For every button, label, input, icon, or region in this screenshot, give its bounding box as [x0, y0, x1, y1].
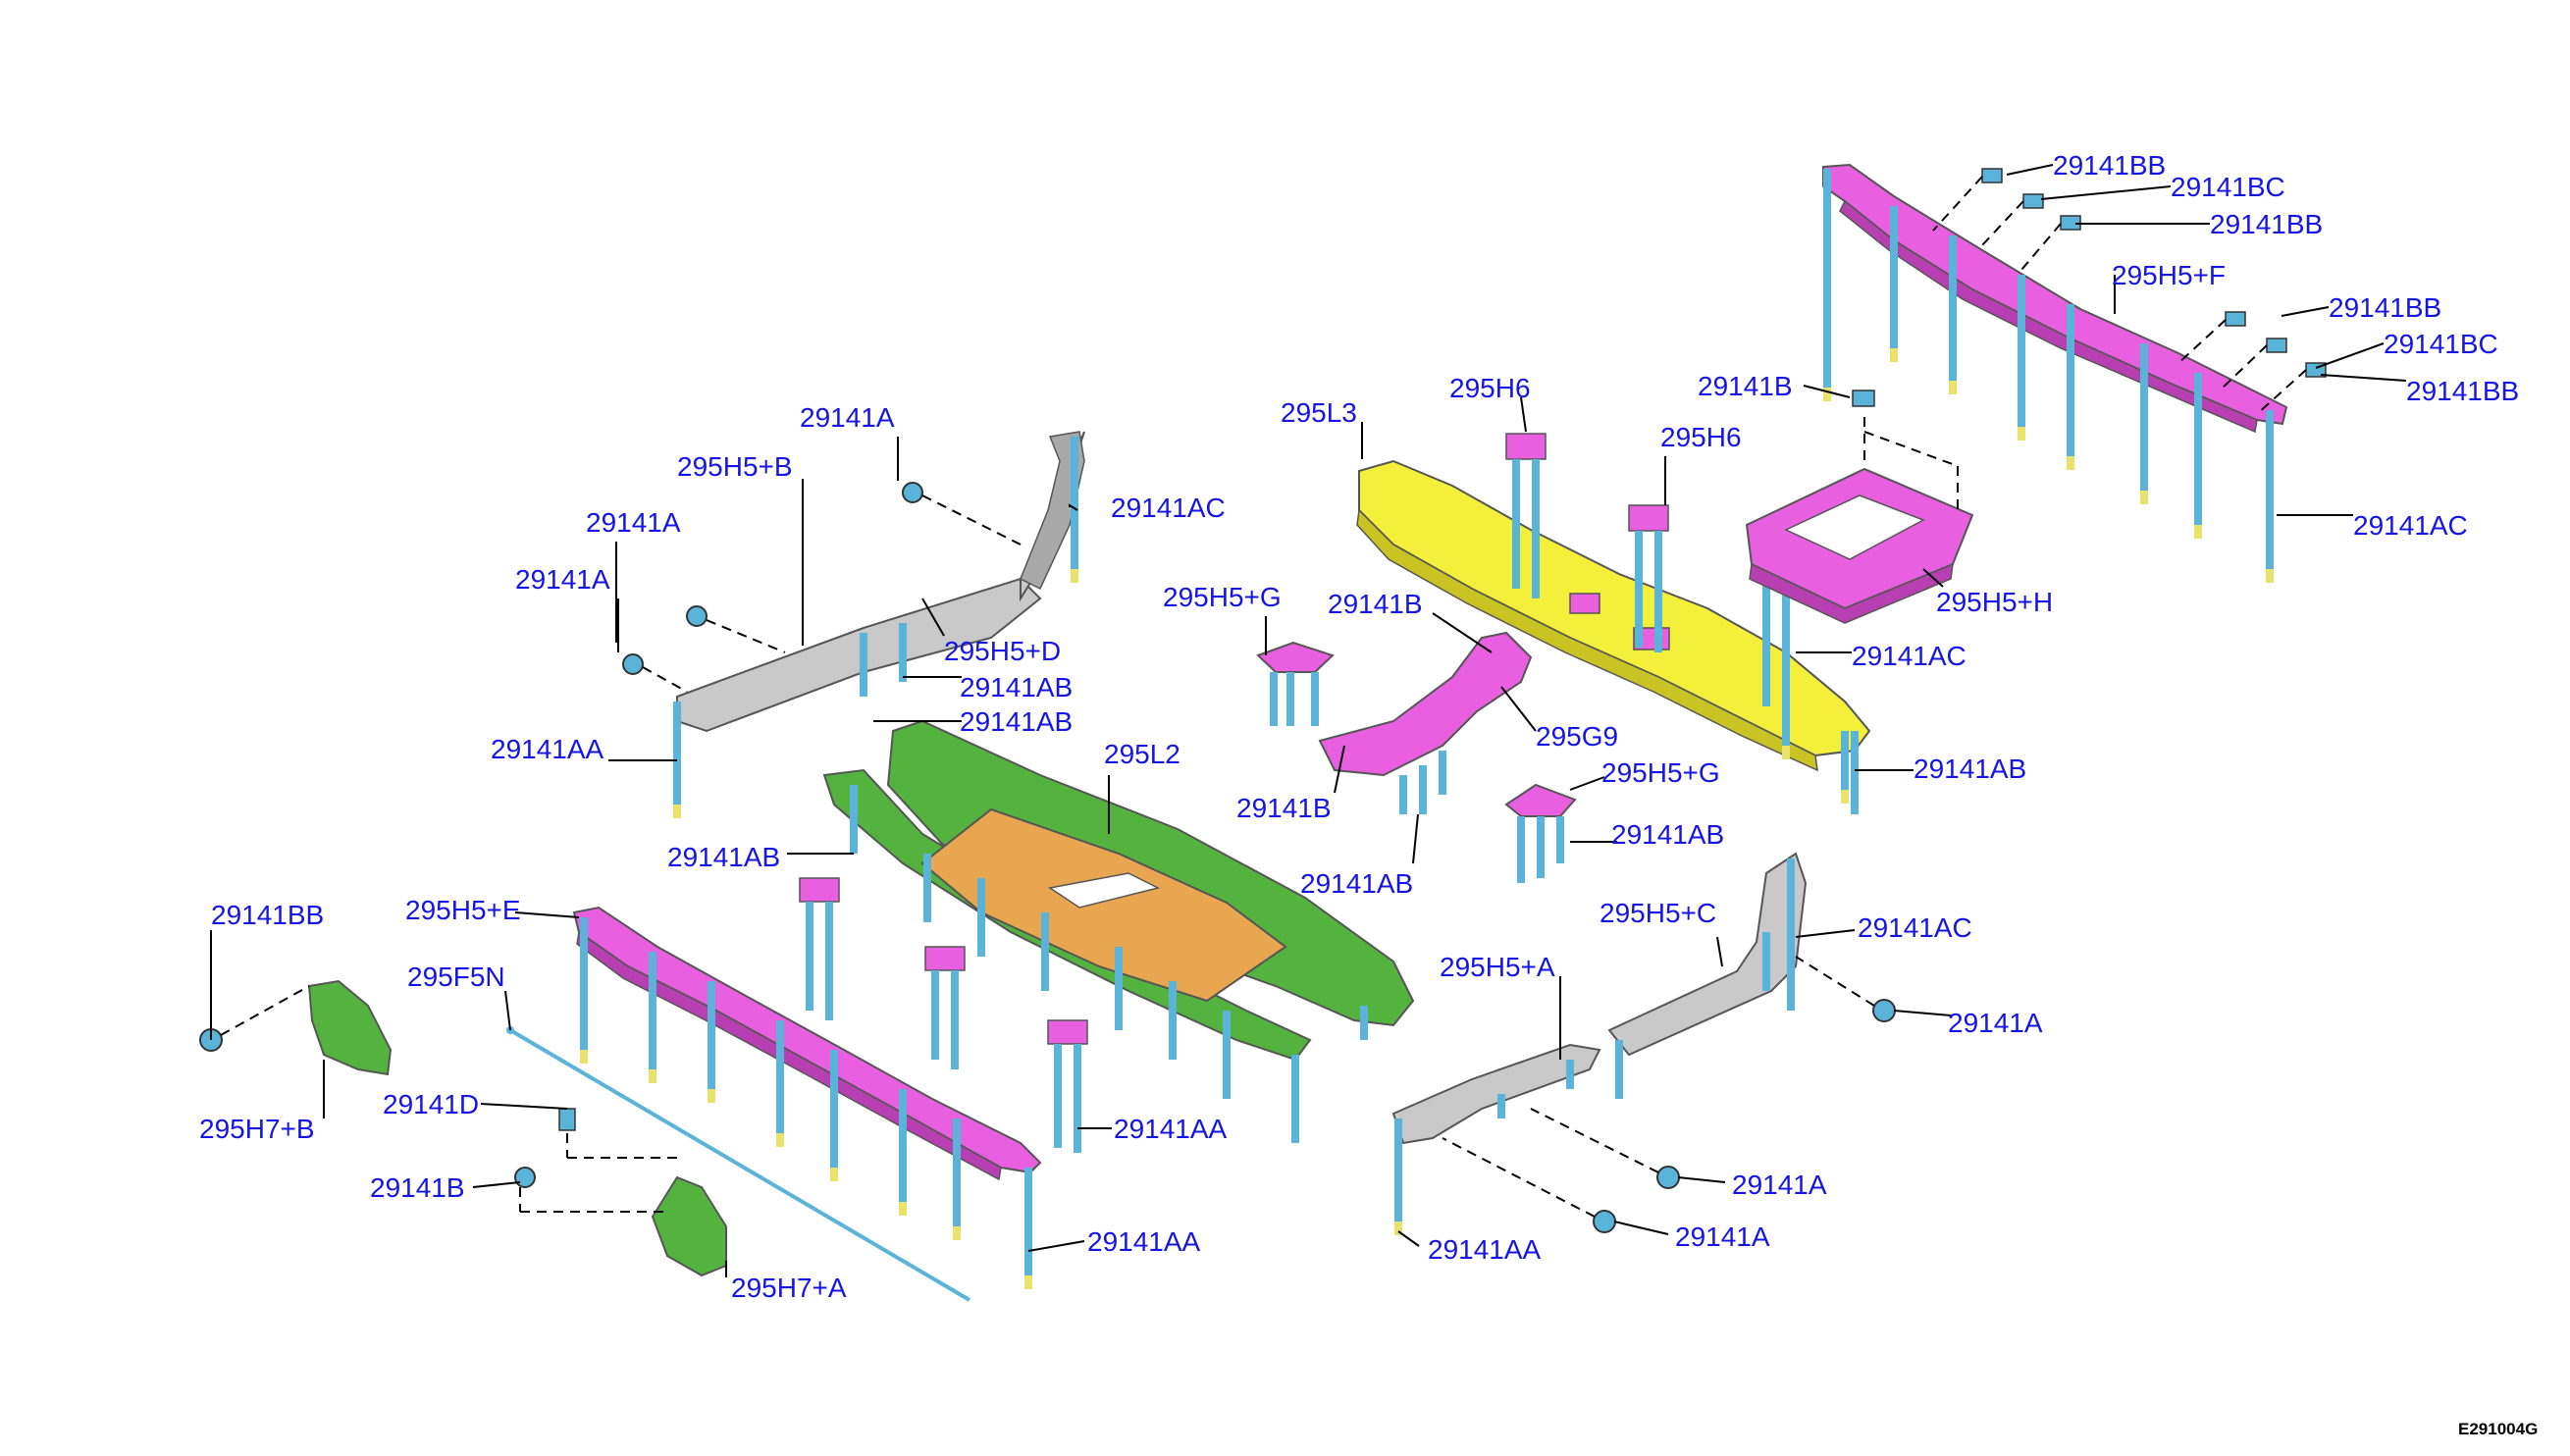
bolts-295G9	[1399, 751, 1446, 814]
label-29141A: 29141A	[515, 564, 610, 595]
part-295H5B-bracket	[676, 431, 1085, 733]
label-295H5H: 295H5+H	[1936, 587, 2053, 617]
leader-lines	[210, 164, 2407, 1277]
label-295F5N: 295F5N	[407, 962, 505, 992]
label-29141BC: 29141BC	[2171, 172, 2285, 202]
bolts-295H5E	[580, 917, 1032, 1289]
label-29141A: 29141A	[1948, 1008, 2043, 1038]
part-295H7B	[199, 979, 393, 1076]
label-29141AB: 29141AB	[960, 672, 1073, 702]
label-29141AA: 29141AA	[1428, 1234, 1542, 1265]
label-295G9: 295G9	[1536, 721, 1618, 752]
label-295H5F: 295H5+F	[2112, 260, 2226, 290]
label-295H5G: 295H5+G	[1601, 757, 1720, 788]
label-29141A: 29141A	[586, 507, 681, 538]
label-29141AB: 29141AB	[667, 842, 780, 872]
label-29141B: 29141B	[1236, 793, 1332, 823]
part-295H5G-a	[1256, 641, 1335, 726]
label-29141B: 29141B	[370, 1172, 465, 1203]
part-295H7A	[514, 1108, 727, 1277]
clips-top-right	[1932, 168, 2327, 415]
label-295H6: 295H6	[1449, 373, 1531, 403]
label-29141AA: 29141AA	[1087, 1226, 1201, 1257]
label-29141AB: 29141AB	[1300, 868, 1413, 899]
magenta-clips-lower	[799, 877, 1088, 1153]
label-295L2: 295L2	[1104, 739, 1180, 769]
label-29141B: 29141B	[1698, 371, 1793, 401]
part-295L2	[822, 719, 1415, 1062]
label-29141B: 29141B	[1328, 589, 1423, 619]
callout-labels: 29141BB 29141BC 29141BB 295H5+F 29141BB …	[199, 150, 2519, 1303]
label-29141A: 29141A	[800, 402, 895, 433]
label-295H5G: 295H5+G	[1163, 582, 1282, 612]
part-295H6-a	[1505, 433, 1547, 598]
label-295H5A: 295H5+A	[1440, 952, 1555, 982]
label-29141AB: 29141AB	[1914, 754, 2026, 784]
bolts-295L3	[1762, 574, 1859, 814]
part-295H5E-rail	[572, 906, 1042, 1181]
part-295H5F-rail	[1822, 163, 2288, 434]
label-295H5C: 295H5+C	[1600, 898, 1716, 928]
label-295H6: 295H6	[1660, 422, 1742, 452]
label-29141AB: 29141AB	[960, 706, 1073, 737]
label-29141BB: 29141BB	[2210, 209, 2323, 239]
label-29141BC: 29141BC	[2384, 329, 2498, 359]
label-29141AC: 29141AC	[1111, 493, 1226, 523]
label-295H5B: 295H5+B	[677, 451, 793, 482]
label-29141A: 29141A	[1675, 1222, 1770, 1252]
label-29141AC: 29141AC	[1858, 912, 1972, 943]
label-29141AC: 29141AC	[1852, 641, 1967, 671]
part-295G9	[1318, 631, 1533, 777]
part-295H5G-b	[1504, 783, 1577, 883]
label-29141BB: 29141BB	[2406, 376, 2519, 406]
label-295H5D: 295H5+D	[944, 636, 1061, 666]
bolts-295L2	[850, 785, 1368, 1143]
label-29141AB: 29141AB	[1611, 819, 1724, 850]
reference-code: E291004G	[2458, 1420, 2538, 1438]
label-29141BB: 29141BB	[2329, 292, 2441, 323]
label-29141A: 29141A	[1732, 1170, 1827, 1200]
part-295H5C	[1607, 852, 1808, 1099]
part-295H5H	[1745, 390, 1974, 624]
label-29141BB: 29141BB	[211, 900, 324, 930]
bolts-295H5F	[1823, 169, 2274, 583]
label-29141D: 29141D	[383, 1089, 479, 1119]
label-29141AC: 29141AC	[2353, 510, 2468, 541]
label-29141AA: 29141AA	[1114, 1114, 1228, 1144]
label-29141AA: 29141AA	[491, 734, 604, 764]
label-29141BB: 29141BB	[2053, 150, 2166, 181]
part-295H5A	[1391, 1043, 1601, 1235]
label-295L3: 295L3	[1281, 397, 1357, 428]
label-295H5E: 295H5+E	[405, 895, 521, 925]
label-295H7A: 295H7+A	[731, 1273, 847, 1303]
clips-295H5A	[1442, 956, 1896, 1233]
part-295H6-b	[1628, 504, 1669, 652]
label-295H7B: 295H7+B	[199, 1114, 315, 1144]
